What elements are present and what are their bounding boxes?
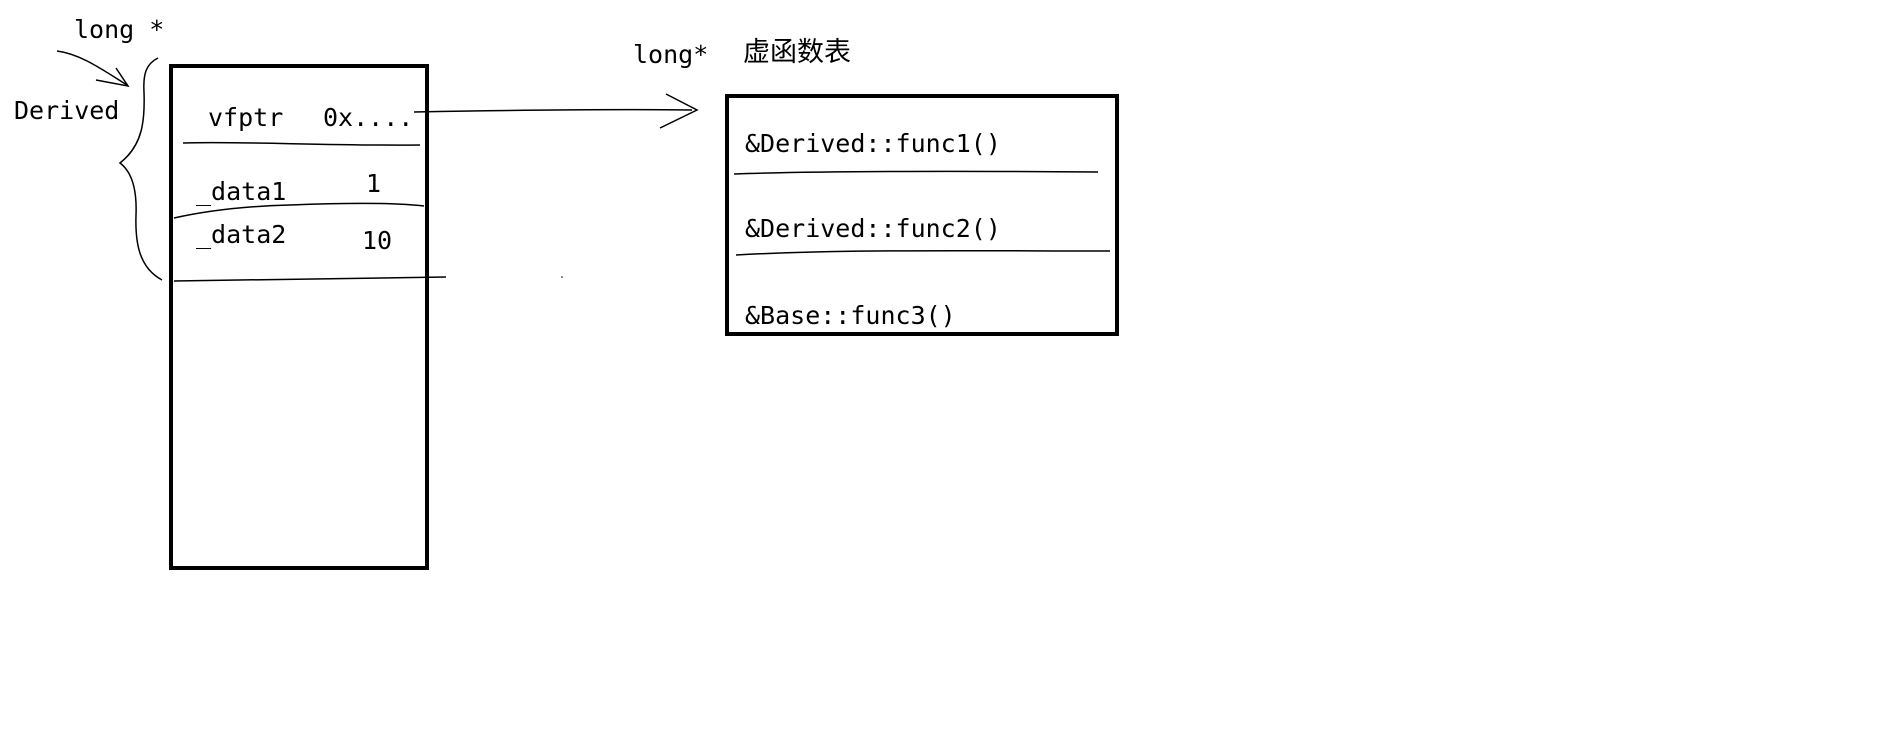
- vtable-entry-2: &Derived::func2(): [745, 214, 1001, 243]
- vtable-pointer-type-label: long*: [633, 40, 709, 69]
- stray-dot: [561, 276, 563, 278]
- vfptr-arrow-to-vtable: [413, 93, 699, 129]
- derived-curly-brace: [118, 57, 163, 281]
- vtable-box: [725, 94, 1119, 336]
- field-value-data1: 1: [366, 169, 382, 198]
- field-value-vfptr: 0x....: [323, 103, 414, 132]
- vtable-title: 虚函数表: [743, 37, 851, 68]
- field-value-data2: 10: [362, 226, 393, 255]
- field-name-data2: _data2: [196, 220, 287, 249]
- object-row-separator-3: [173, 276, 447, 282]
- object-pointer-type-label: long *: [74, 15, 165, 44]
- object-row-separator-2: [173, 202, 425, 219]
- vtable-row-separator-2: [735, 249, 1111, 256]
- vtable-entry-1: &Derived::func1(): [745, 129, 1001, 158]
- vtable-row-separator-1: [733, 170, 1099, 175]
- object-type-label: Derived: [14, 96, 120, 125]
- vtable-entry-3: &Base::func3(): [745, 301, 956, 330]
- object-memory-box: [169, 64, 429, 570]
- pointer-arrow-to-object: [56, 50, 130, 88]
- field-name-data1: _data1: [196, 177, 287, 206]
- field-name-vfptr: vfptr: [208, 103, 284, 132]
- object-row-separator-1: [182, 141, 421, 146]
